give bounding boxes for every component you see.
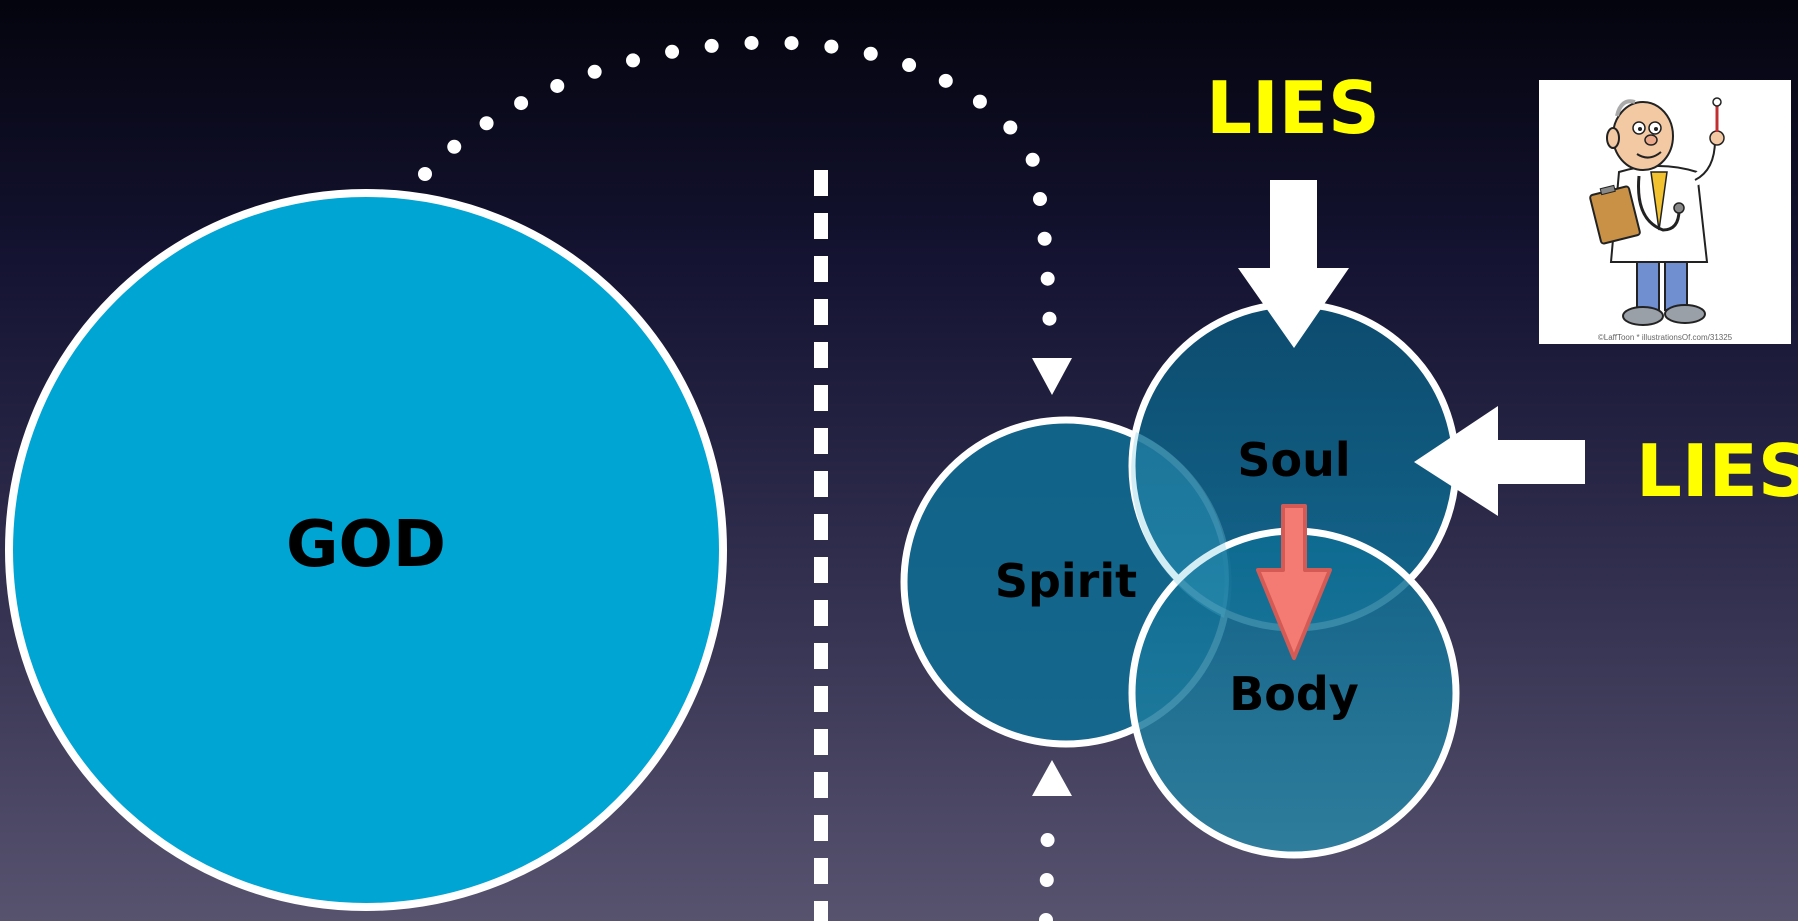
lies-label-right: LIES [1636, 429, 1798, 513]
bottom-arrowhead-up [1032, 760, 1072, 796]
spirit-label: Spirit [995, 554, 1137, 608]
god-label: GOD [286, 508, 446, 582]
doctor-cartoon-card: ©LaffToon * illustrationsOf.com/31325 [1539, 80, 1791, 344]
arc-arrowhead-down [1032, 358, 1072, 395]
cartoon-credit: ©LaffToon * illustrationsOf.com/31325 [1539, 333, 1791, 342]
body-label: Body [1229, 667, 1359, 721]
lies-label-top: LIES [1206, 66, 1380, 150]
soul-label: Soul [1237, 433, 1350, 487]
dotted-connector-bottom [1046, 818, 1048, 920]
doctor-cartoon-icon [1539, 80, 1791, 344]
